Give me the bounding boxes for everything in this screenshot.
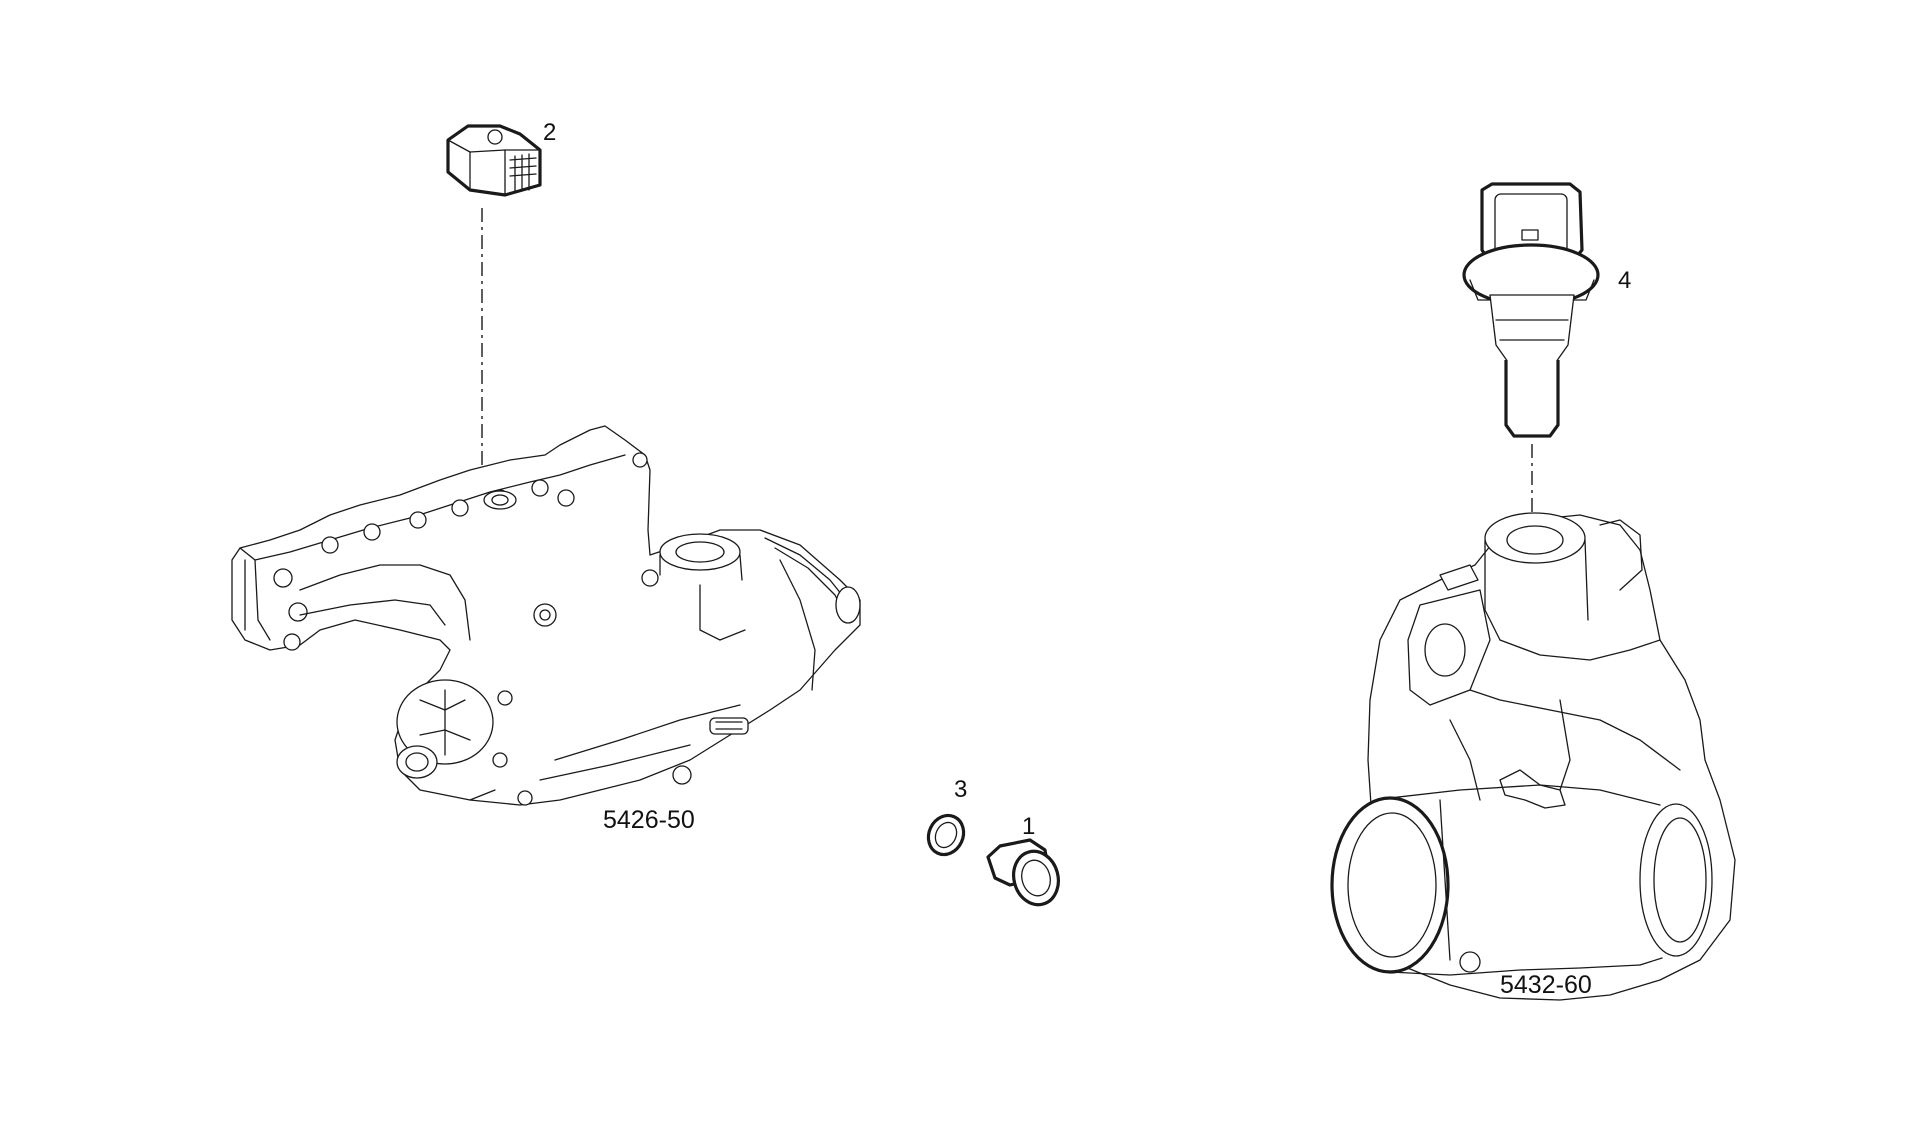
callout-2: 2 [543, 119, 556, 146]
reference-number-intake-manifold: 5426-50 [603, 806, 695, 834]
part-2-connector-sensor [446, 124, 542, 197]
reference-number-thermostat-housing: 5432-60 [1500, 971, 1592, 999]
callout-4: 4 [1618, 267, 1631, 294]
part-3-sealing-ring [926, 813, 966, 857]
part-4-temperature-sensor [1462, 182, 1600, 438]
intake-manifold [231, 425, 861, 806]
callout-3: 3 [954, 776, 967, 803]
callout-1: 1 [1022, 813, 1035, 840]
part-1-plug-screw [986, 838, 1060, 907]
thermostat-housing [1330, 512, 1736, 1001]
